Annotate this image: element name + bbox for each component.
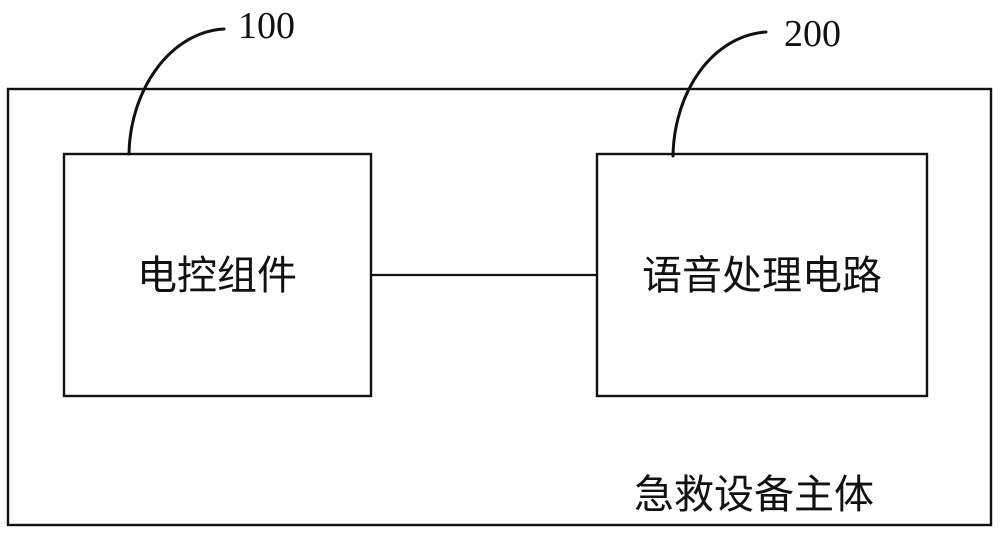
main-body-box bbox=[6, 87, 993, 527]
component-100-label: 电控组件 bbox=[137, 253, 297, 299]
ref-number-100: 100 bbox=[238, 5, 295, 47]
leader-line-200 bbox=[671, 30, 768, 158]
leader-line-100 bbox=[127, 27, 226, 156]
component-200-label: 语音处理电路 bbox=[642, 253, 882, 299]
main-body-label: 急救设备主体 bbox=[634, 472, 874, 518]
ref-number-200: 200 bbox=[784, 13, 841, 55]
